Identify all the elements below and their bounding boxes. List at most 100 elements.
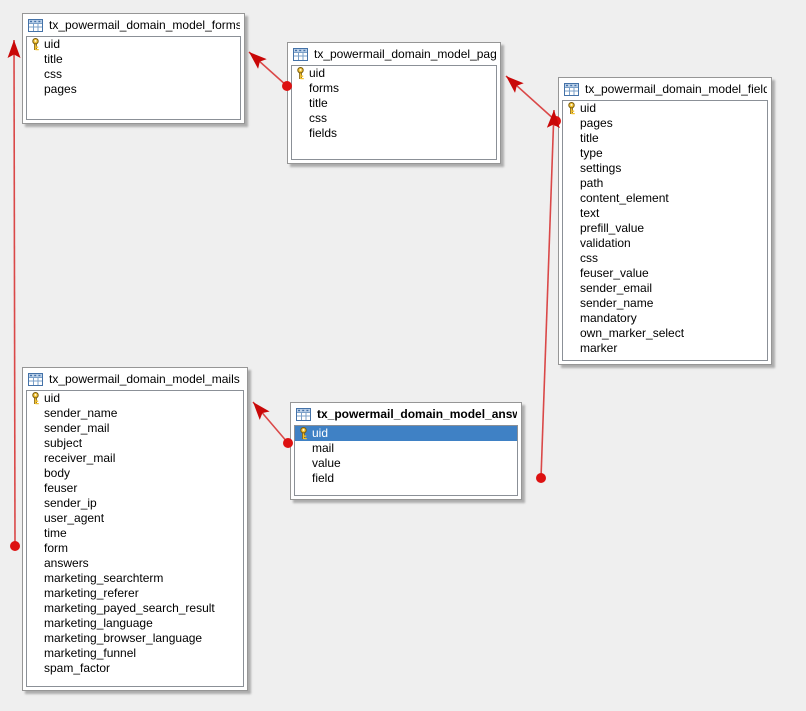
column-name: fields [309, 126, 338, 140]
column-time[interactable]: time [27, 526, 243, 541]
table-header[interactable]: tx_powermail_domain_model_mails [23, 368, 247, 390]
column-subject[interactable]: subject [27, 436, 243, 451]
column-marketing_payed_search_result[interactable]: marketing_payed_search_result [27, 601, 243, 616]
relation-endpoint-dot[interactable] [10, 541, 20, 551]
column-name: user_agent [44, 511, 105, 525]
relation-line[interactable] [540, 109, 560, 479]
column-text[interactable]: text [563, 206, 767, 221]
column-forms[interactable]: forms [292, 81, 496, 96]
relation-pages-forms-to-forms[interactable] [248, 51, 292, 91]
column-marketing_browser_language[interactable]: marketing_browser_language [27, 631, 243, 646]
column-user_agent[interactable]: user_agent [27, 511, 243, 526]
column-title[interactable]: title [292, 96, 496, 111]
column-title[interactable]: title [27, 52, 240, 67]
column-name: marketing_referer [44, 586, 139, 600]
column-spam_factor[interactable]: spam_factor [27, 661, 243, 676]
column-name: sender_email [580, 281, 653, 295]
column-name: time [44, 526, 67, 540]
primary-key-icon [30, 392, 41, 405]
column-name: forms [309, 81, 339, 95]
column-title[interactable]: title [563, 131, 767, 146]
column-feuser[interactable]: feuser [27, 481, 243, 496]
table-header[interactable]: tx_powermail_domain_model_answers [291, 403, 521, 425]
column-css[interactable]: css [563, 251, 767, 266]
column-answers[interactable]: answers [27, 556, 243, 571]
column-name: pages [580, 116, 613, 130]
column-name: receiver_mail [44, 451, 116, 465]
column-sender_name[interactable]: sender_name [563, 296, 767, 311]
column-uid[interactable]: uid [27, 391, 243, 406]
column-name: uid [580, 101, 597, 115]
column-marketing_searchterm[interactable]: marketing_searchterm [27, 571, 243, 586]
primary-key-icon [30, 38, 41, 51]
column-marker[interactable]: marker [563, 341, 767, 356]
table-grid-icon [293, 47, 308, 61]
column-sender_email[interactable]: sender_email [563, 281, 767, 296]
column-value[interactable]: value [295, 456, 517, 471]
column-name: mandatory [580, 311, 637, 325]
column-form[interactable]: form [27, 541, 243, 556]
column-sender_name[interactable]: sender_name [27, 406, 243, 421]
column-uid[interactable]: uid [563, 101, 767, 116]
column-name: title [44, 52, 63, 66]
relation-line[interactable] [505, 75, 557, 122]
relation-fields-pages-to-pages[interactable] [505, 75, 561, 126]
table-title: tx_powermail_domain_model_fields [585, 82, 767, 96]
table-title: tx_powermail_domain_model_mails [49, 372, 240, 386]
relation-line[interactable] [248, 51, 288, 87]
column-body[interactable]: body [27, 466, 243, 481]
column-name: pages [44, 82, 77, 96]
table-answers[interactable]: tx_powermail_domain_model_answersuidmail… [290, 402, 522, 500]
column-name: marketing_browser_language [44, 631, 203, 645]
column-own_marker_select[interactable]: own_marker_select [563, 326, 767, 341]
column-settings[interactable]: settings [563, 161, 767, 176]
column-name: sender_ip [44, 496, 97, 510]
relation-mails-form-to-forms[interactable] [7, 39, 21, 551]
table-header[interactable]: tx_powermail_domain_model_forms [23, 14, 244, 36]
column-path[interactable]: path [563, 176, 767, 191]
column-content_element[interactable]: content_element [563, 191, 767, 206]
column-receiver_mail[interactable]: receiver_mail [27, 451, 243, 466]
column-sender_mail[interactable]: sender_mail [27, 421, 243, 436]
column-mandatory[interactable]: mandatory [563, 311, 767, 326]
column-mail[interactable]: mail [295, 441, 517, 456]
column-uid[interactable]: uid [292, 66, 496, 81]
table-header[interactable]: tx_powermail_domain_model_fields [559, 78, 771, 100]
column-sender_ip[interactable]: sender_ip [27, 496, 243, 511]
column-pages[interactable]: pages [27, 82, 240, 97]
column-field[interactable]: field [295, 471, 517, 486]
relation-endpoint-dot[interactable] [536, 473, 546, 483]
column-name: answers [44, 556, 89, 570]
column-uid[interactable]: uid [295, 426, 517, 441]
primary-key-icon [566, 102, 577, 115]
table-header[interactable]: tx_powermail_domain_model_pages [288, 43, 500, 65]
column-prefill_value[interactable]: prefill_value [563, 221, 767, 236]
column-marketing_referer[interactable]: marketing_referer [27, 586, 243, 601]
column-uid[interactable]: uid [27, 37, 240, 52]
column-name: uid [44, 391, 61, 405]
relation-line[interactable] [7, 39, 21, 547]
column-css[interactable]: css [27, 67, 240, 82]
relation-answers-mail-to-mails[interactable] [252, 401, 293, 448]
column-type[interactable]: type [563, 146, 767, 161]
column-feuser_value[interactable]: feuser_value [563, 266, 767, 281]
column-marketing_funnel[interactable]: marketing_funnel [27, 646, 243, 661]
relation-line[interactable] [252, 401, 289, 444]
column-pages[interactable]: pages [563, 116, 767, 131]
column-name: uid [309, 66, 326, 80]
column-css[interactable]: css [292, 111, 496, 126]
column-marketing_language[interactable]: marketing_language [27, 616, 243, 631]
column-fields[interactable]: fields [292, 126, 496, 141]
column-name: value [312, 456, 341, 470]
relation-answers-field-to-fields[interactable] [536, 109, 560, 483]
column-name: sender_name [580, 296, 654, 310]
column-validation[interactable]: validation [563, 236, 767, 251]
